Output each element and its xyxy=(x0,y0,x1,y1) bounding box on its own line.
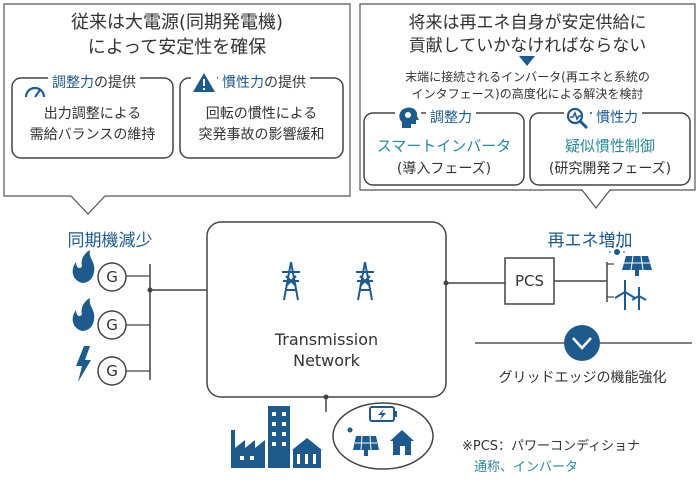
head-gear-icon xyxy=(395,106,421,130)
footnote-line2: 通称、インバータ xyxy=(474,460,579,475)
right-card-inertia-main: 疑似慣性制御 xyxy=(564,137,655,155)
right-card-adjust-heading: 調整力 xyxy=(426,107,476,127)
generator-circle-1 xyxy=(97,262,127,292)
left-card-adjust-heading: 調整力の提供 xyxy=(48,72,140,92)
generator-circle-2 xyxy=(97,310,127,340)
right-title-line1: 将来は再エネ自身が安定供給に xyxy=(408,13,647,33)
right-sub-line1: 末端に接続されるインバータ(再エネと系統の xyxy=(405,70,650,84)
gauge-icon xyxy=(23,84,46,98)
office-building-icon xyxy=(268,406,290,468)
left-card-inertia-heading: 慣性力の提供 xyxy=(218,72,310,92)
lightning-icon xyxy=(76,346,91,382)
battery-charge-icon xyxy=(369,406,397,422)
flame-icon xyxy=(72,250,95,283)
down-arrow-icon xyxy=(519,56,535,66)
left-card-inertia-rest: の提供 xyxy=(264,75,306,91)
generator-label-2: G xyxy=(106,316,118,334)
warning-icon xyxy=(191,72,217,94)
network-label-line2: Network xyxy=(293,351,360,370)
right-title-line2: 貢献していかなければならない xyxy=(408,36,647,56)
right-card-adjust-main: スマートインバータ xyxy=(376,137,512,155)
right-card-adjust-sub: (導入フェーズ) xyxy=(396,161,492,177)
transmission-tower-icon-2 xyxy=(356,261,374,301)
renewable-increase-label: 再エネ増加 xyxy=(547,231,633,251)
right-card-inertia-heading: 慣性力 xyxy=(592,107,642,127)
solar-panel-icon xyxy=(609,244,652,276)
generator-label-1: G xyxy=(106,268,118,286)
transmission-tower-icon xyxy=(282,261,300,301)
left-card-inertia-line2: 突発事故の影響緩和 xyxy=(198,127,325,143)
public-building-icon xyxy=(292,438,322,468)
pcs-label: PCS xyxy=(514,272,545,290)
right-card-inertia-sub: (研究開発フェーズ) xyxy=(548,161,672,177)
footnote-line1: ※PCS：パワーコンディショナ xyxy=(462,439,641,454)
left-card-adjust-line2: 需給バランスの維持 xyxy=(29,127,156,143)
network-port-dot xyxy=(443,280,449,286)
flame-icon-2 xyxy=(72,298,95,331)
junction-dot xyxy=(147,287,153,293)
grid-edge-label: グリッドエッジの機能強化 xyxy=(498,370,667,386)
left-title-line1: 従来は大電源(同期発電機) xyxy=(70,12,284,33)
generator-circle-3 xyxy=(97,356,127,386)
generator-label-3: G xyxy=(106,362,118,380)
left-card-adjust-accent: 調整力 xyxy=(52,75,94,91)
synchronous-decrease-label: 同期機減少 xyxy=(67,231,153,251)
left-card-inertia-line1: 回転の慣性による xyxy=(205,106,318,122)
consumer-port-dot xyxy=(323,394,329,400)
factory-icon xyxy=(231,430,265,468)
rooftop-solar-icon xyxy=(347,427,379,456)
magnifier-icon xyxy=(564,107,590,131)
wind-turbine-icon xyxy=(614,280,647,310)
transmission-network-box xyxy=(206,221,447,398)
chevron-down-icon xyxy=(564,325,600,361)
left-title-line2: によって安定性を確保 xyxy=(87,37,267,58)
network-label-line1: Transmission xyxy=(274,330,379,349)
left-card-adjust-line1: 出力調整による xyxy=(43,106,142,122)
left-callout-box xyxy=(3,3,351,215)
prosumer-ellipse xyxy=(332,402,434,470)
right-callout-box xyxy=(359,3,696,209)
left-card-inertia-accent: 慣性力 xyxy=(222,75,264,91)
house-icon xyxy=(390,430,414,455)
left-card-adjust-rest: の提供 xyxy=(94,75,136,91)
pcs-box xyxy=(504,257,555,305)
right-sub-line2: インタフェース)の高度化による解決を検討 xyxy=(411,87,644,101)
